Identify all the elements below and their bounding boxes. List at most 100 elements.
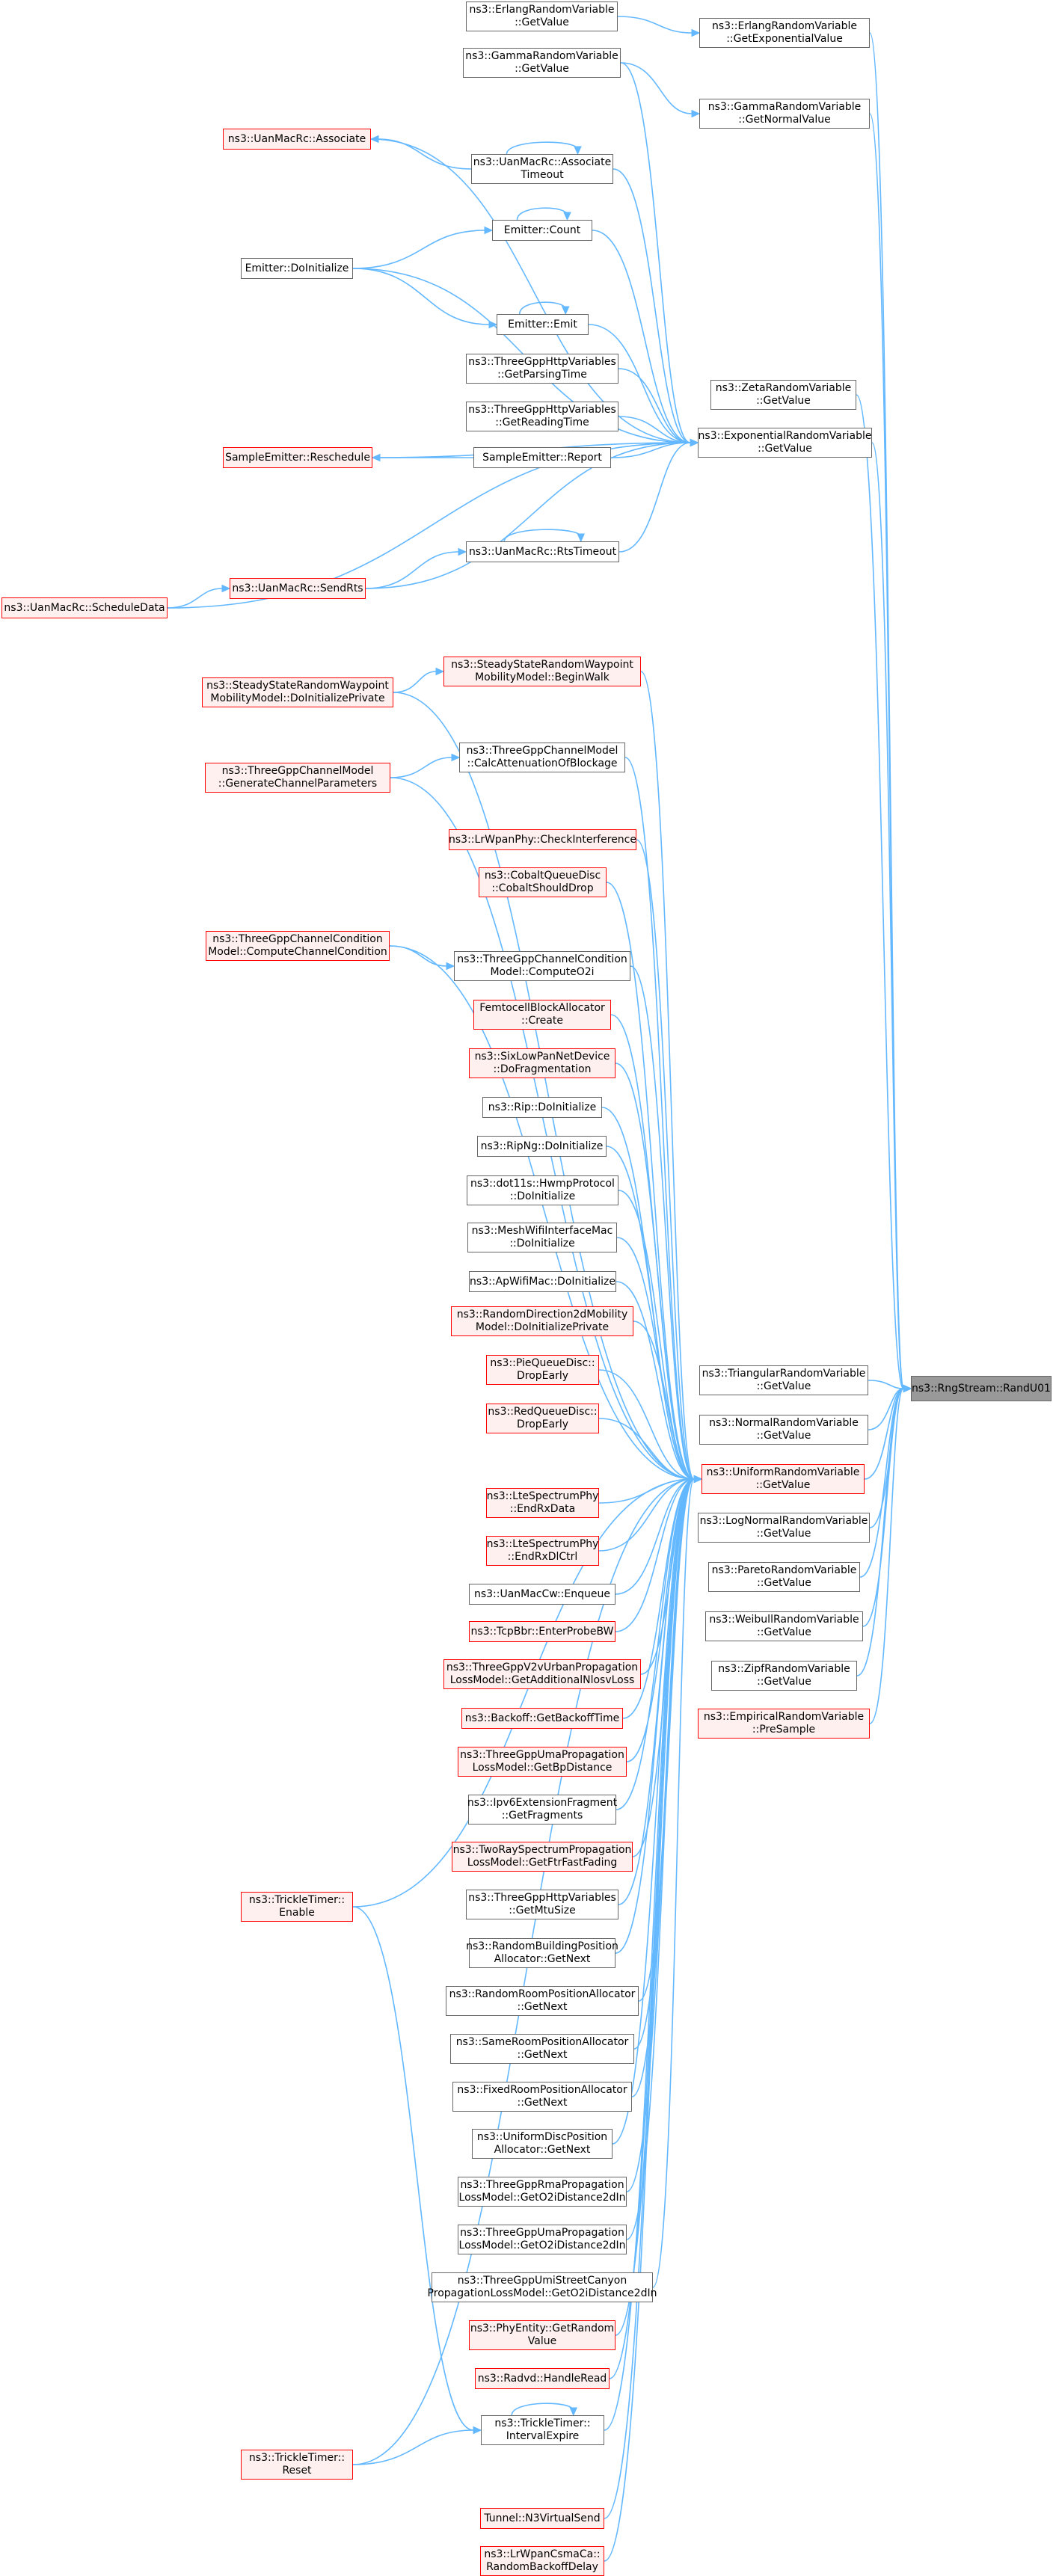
call-edge — [352, 1478, 695, 2465]
node-trickle-enable[interactable]: ns3::TrickleTimer::Enable — [241, 1892, 353, 1922]
node-red[interactable]: ns3::RedQueueDisc::DropEarly — [486, 1404, 599, 1433]
node-srpa[interactable]: ns3::SameRoomPositionAllocator::GetNext — [450, 2034, 634, 2064]
node-label-line: ::GetValue — [755, 1479, 811, 1491]
node-label-line: ::DoFragmentation — [493, 1063, 592, 1075]
node-hwmp[interactable]: ns3::dot11s::HwmpProtocol::DoInitialize — [467, 1175, 618, 1205]
node-se-resched[interactable]: SampleEmitter::Reschedule — [223, 447, 372, 468]
edge-arrowhead — [563, 212, 571, 221]
node-apwifi[interactable]: ns3::ApWifiMac::DoInitialize — [469, 1271, 616, 1292]
node-tri[interactable]: ns3::TriangularRandomVariable::GetValue — [699, 1365, 868, 1395]
node-em-count[interactable]: Emitter::Count — [492, 220, 592, 241]
edge-arrowhead — [691, 109, 701, 118]
node-lrwpan-csma[interactable]: ns3::LrWpanCsmaCa::RandomBackoffDelay — [480, 2546, 604, 2576]
node-zeta[interactable]: ns3::ZetaRandomVariable::GetValue — [710, 380, 856, 410]
node-trickle-reset[interactable]: ns3::TrickleTimer::Reset — [241, 2450, 353, 2480]
node-lte-ctrl[interactable]: ns3::LteSpectrumPhy::EndRxDlCtrl — [486, 1536, 599, 1566]
call-edge — [613, 168, 691, 443]
node-http-parse[interactable]: ns3::ThreeGppHttpVariables::GetParsingTi… — [466, 354, 618, 384]
node-norm[interactable]: ns3::NormalRandomVariable::GetValue — [699, 1415, 868, 1445]
node-cobalt[interactable]: ns3::CobaltQueueDisc::CobaltShouldDrop — [479, 867, 607, 897]
node-pie[interactable]: ns3::PieQueueDisc::DropEarly — [486, 1355, 599, 1385]
node-lrwpan-ci[interactable]: ns3::LrWpanPhy::CheckInterference — [449, 829, 636, 850]
node-tunnel[interactable]: Tunnel::N3VirtualSend — [480, 2508, 604, 2529]
node-label-line: ns3::RandomRoomPositionAllocator — [449, 1988, 636, 2000]
node-label-line: ns3::Backoff::GetBackoffTime — [464, 1712, 620, 1724]
node-label-line: ns3::ThreeGppUmiStreetCanyon — [457, 2275, 627, 2287]
node-emp[interactable]: ns3::EmpiricalRandomVariable::PreSample — [698, 1709, 870, 1739]
node-radvd[interactable]: ns3::Radvd::HandleRead — [475, 2368, 610, 2389]
node-label-line: MobilityModel::BeginWalk — [475, 671, 610, 683]
node-femto[interactable]: FemtocellBlockAllocator::Create — [473, 1000, 611, 1030]
node-em-init[interactable]: Emitter::DoInitialize — [241, 258, 353, 279]
node-ipv6frag[interactable]: ns3::Ipv6ExtensionFragment::GetFragments — [467, 1795, 617, 1825]
node-label-line: ::GetParsingTime — [497, 369, 587, 381]
node-label-line: ::GetValue — [515, 16, 569, 28]
node-tgpp-gen[interactable]: ns3::ThreeGppChannelModel::GenerateChann… — [205, 763, 390, 793]
node-gam-norm[interactable]: ns3::GammaRandomVariable::GetNormalValue — [699, 99, 870, 129]
node-sixlow[interactable]: ns3::SixLowPanNetDevice::DoFragmentation — [469, 1048, 615, 1078]
node-erl-get[interactable]: ns3::ErlangRandomVariable::GetValue — [466, 1, 618, 31]
node-tcpbbr[interactable]: ns3::TcpBbr::EnterProbeBW — [469, 1621, 615, 1642]
edge-arrowhead — [435, 667, 445, 676]
node-rip[interactable]: ns3::Rip::DoInitialize — [482, 1097, 602, 1118]
edge-arrowhead — [488, 320, 498, 329]
call-edge — [618, 368, 691, 443]
node-uan-rts-to[interactable]: ns3::UanMacRc::RtsTimeout — [466, 541, 619, 562]
node-uni[interactable]: ns3::UniformRandomVariable::GetValue — [702, 1464, 865, 1494]
node-http-mtu[interactable]: ns3::ThreeGppHttpVariables::GetMtuSize — [466, 1890, 618, 1919]
node-rrpa[interactable]: ns3::RandomRoomPositionAllocator::GetNex… — [446, 1986, 639, 2016]
node-frpa[interactable]: ns3::FixedRoomPositionAllocator::GetNext — [452, 2082, 632, 2112]
call-edge — [864, 1388, 904, 1480]
node-label-line: ns3::ThreeGppHttpVariables — [468, 1892, 616, 1904]
node-label-line: ::CalcAttenuationOfBlockage — [467, 757, 618, 769]
edge-arrowhead — [569, 2407, 578, 2417]
node-label-line: ns3::PieQueueDisc:: — [490, 1357, 595, 1369]
node-backoff[interactable]: ns3::Backoff::GetBackoffTime — [461, 1708, 623, 1729]
call-edge — [856, 1388, 904, 1676]
node-uancw[interactable]: ns3::UanMacCw::Enqueue — [469, 1584, 615, 1605]
node-label-line: ns3::SameRoomPositionAllocator — [455, 2036, 629, 2048]
call-edge — [378, 138, 472, 170]
node-uan-send-rts[interactable]: ns3::UanMacRc::SendRts — [230, 578, 366, 599]
node-label-line: ::GetNormalValue — [738, 114, 831, 126]
node-http-read[interactable]: ns3::ThreeGppHttpVariables::GetReadingTi… — [466, 402, 618, 431]
node-weibull[interactable]: ns3::WeibullRandomVariable::GetValue — [705, 1611, 863, 1641]
node-lte-data[interactable]: ns3::LteSpectrumPhy::EndRxData — [486, 1488, 599, 1518]
node-uan-assoc[interactable]: ns3::UanMacRc::Associate — [223, 129, 371, 150]
node-label-line: ::GetReadingTime — [495, 416, 589, 428]
node-zipf[interactable]: ns3::ZipfRandomVariable::GetValue — [711, 1661, 857, 1691]
node-meshmac[interactable]: ns3::MeshWifiInterfaceMac::DoInitialize — [467, 1223, 617, 1252]
node-target[interactable]: ns3::RngStream::RandU01 — [911, 1376, 1052, 1401]
node-erl-exp[interactable]: ns3::ErlangRandomVariable::GetExponentia… — [699, 18, 870, 48]
node-gam-get[interactable]: ns3::GammaRandomVariable::GetValue — [463, 48, 621, 78]
edge-arrowhead — [561, 306, 570, 316]
node-trickle-iexp[interactable]: ns3::TrickleTimer::IntervalExpire — [481, 2415, 604, 2445]
node-em-emit[interactable]: Emitter::Emit — [497, 314, 589, 335]
node-ripng[interactable]: ns3::RipNg::DoInitialize — [477, 1136, 607, 1157]
node-label-line: ns3::GammaRandomVariable — [465, 50, 618, 62]
node-label-line: ns3::TrickleTimer:: — [248, 2452, 346, 2464]
node-tgpp-calc[interactable]: ns3::ThreeGppChannelModel::CalcAttenuati… — [459, 743, 625, 772]
node-se-report[interactable]: SampleEmitter::Report — [473, 447, 611, 468]
node-label-line: ns3::TwoRaySpectrumPropagation — [452, 1844, 632, 1856]
edge-arrowhead — [371, 453, 381, 462]
node-pareto[interactable]: ns3::ParetoRandomVariable::GetValue — [708, 1562, 860, 1592]
node-lognorm[interactable]: ns3::LogNormalRandomVariable::GetValue — [698, 1513, 870, 1543]
node-exp[interactable]: ns3::ExponentialRandomVariable::GetValue — [698, 428, 872, 458]
node-uan-sched[interactable]: ns3::UanMacRc::ScheduleData — [1, 597, 168, 618]
